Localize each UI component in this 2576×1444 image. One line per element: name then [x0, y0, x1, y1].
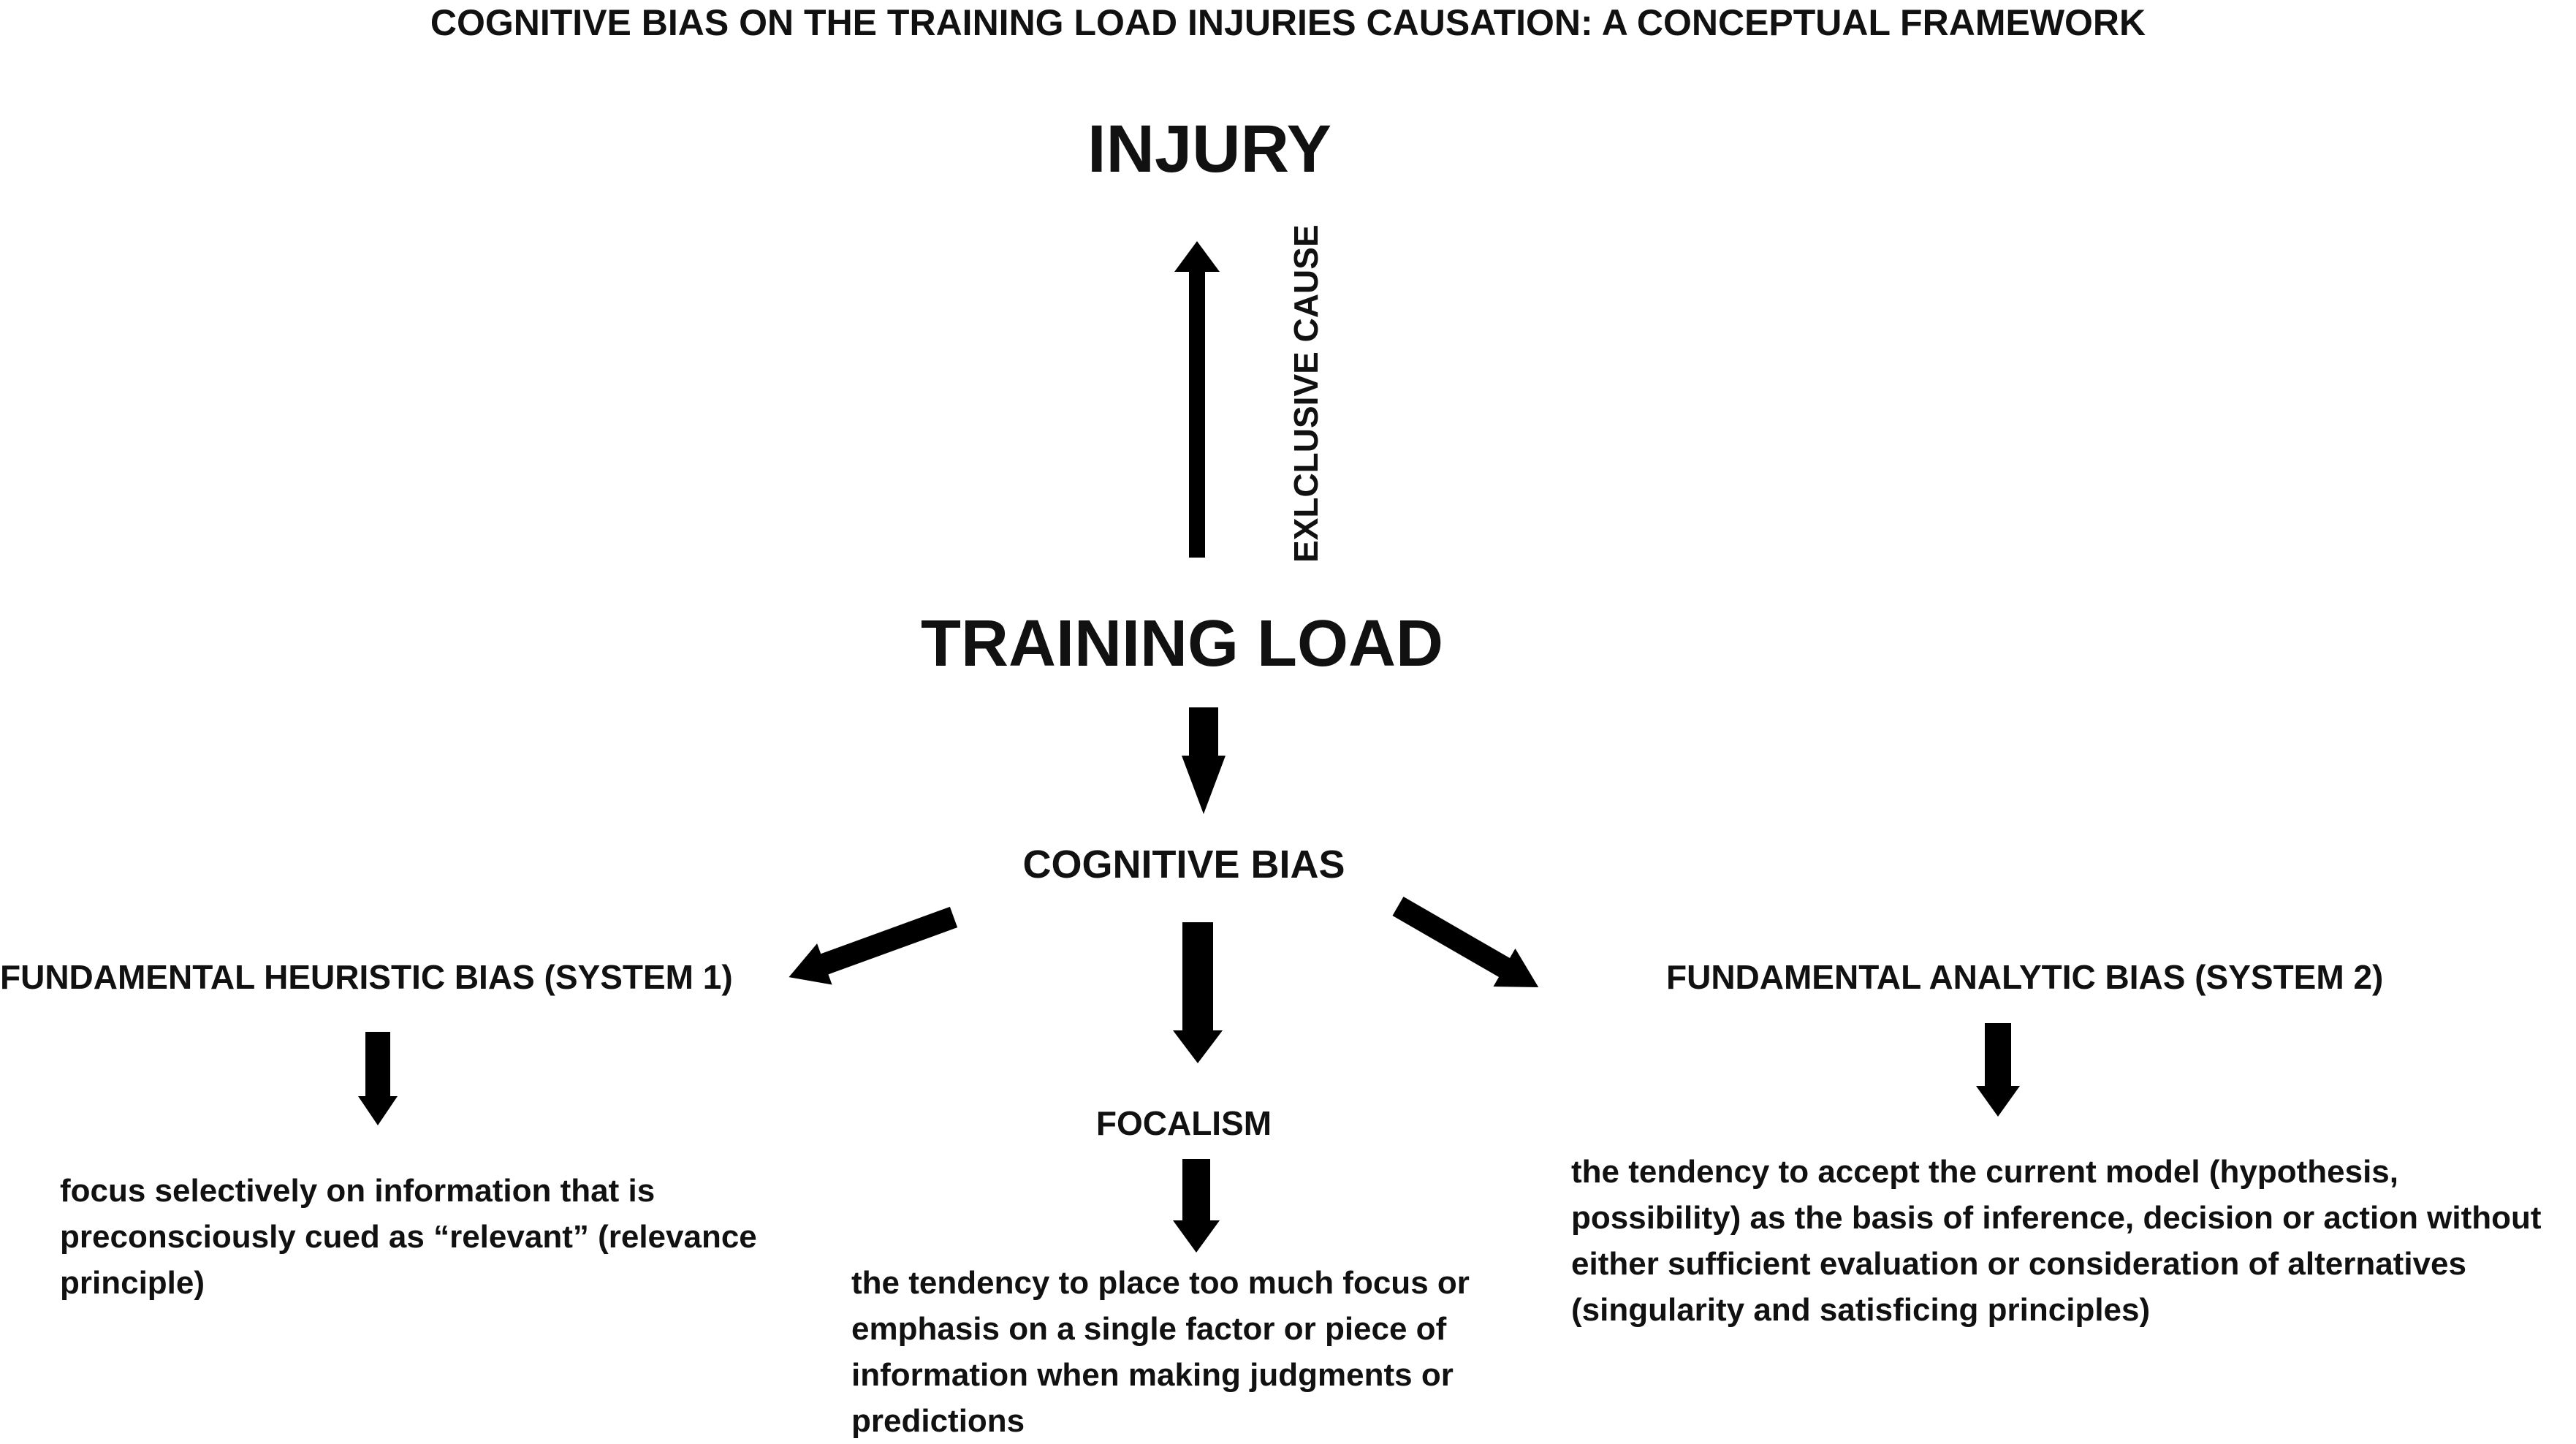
node-analytic-bias: FUNDAMENTAL ANALYTIC BIAS (SYSTEM 2) [1666, 958, 2384, 996]
edge-label-exclusive-cause: EXLCLUSIVE CAUSE [1287, 224, 1325, 563]
node-training-load: TRAINING LOAD [921, 607, 1443, 680]
arrow-training-to-injury [1174, 241, 1220, 558]
node-cognitive-bias: COGNITIVE BIAS [1022, 843, 1345, 886]
arrow-analytic-to-desc [1976, 1023, 2020, 1117]
arrow-training-to-cogbias [1182, 707, 1226, 814]
description-focalism: the tendency to place too much focus or … [851, 1265, 1470, 1439]
arrow-cogbias-to-focalism [1173, 922, 1223, 1063]
node-focalism: FOCALISM [1095, 1104, 1272, 1142]
arrow-focalism-to-desc [1173, 1159, 1220, 1253]
node-injury: INJURY [1087, 112, 1331, 186]
node-heuristic-bias: FUNDAMENTAL HEURISTIC BIAS (SYSTEM 1) [0, 958, 733, 996]
arrow-heuristic-to-desc [358, 1032, 398, 1125]
description-heuristic: focus selectively on information that is… [60, 1173, 757, 1301]
arrow-cogbias-to-analytic [1392, 897, 1539, 987]
description-analytic: the tendency to accept the current model… [1571, 1154, 2542, 1328]
diagram-title: COGNITIVE BIAS ON THE TRAINING LOAD INJU… [430, 2, 2146, 43]
arrow-cogbias-to-heuristic [789, 906, 958, 985]
